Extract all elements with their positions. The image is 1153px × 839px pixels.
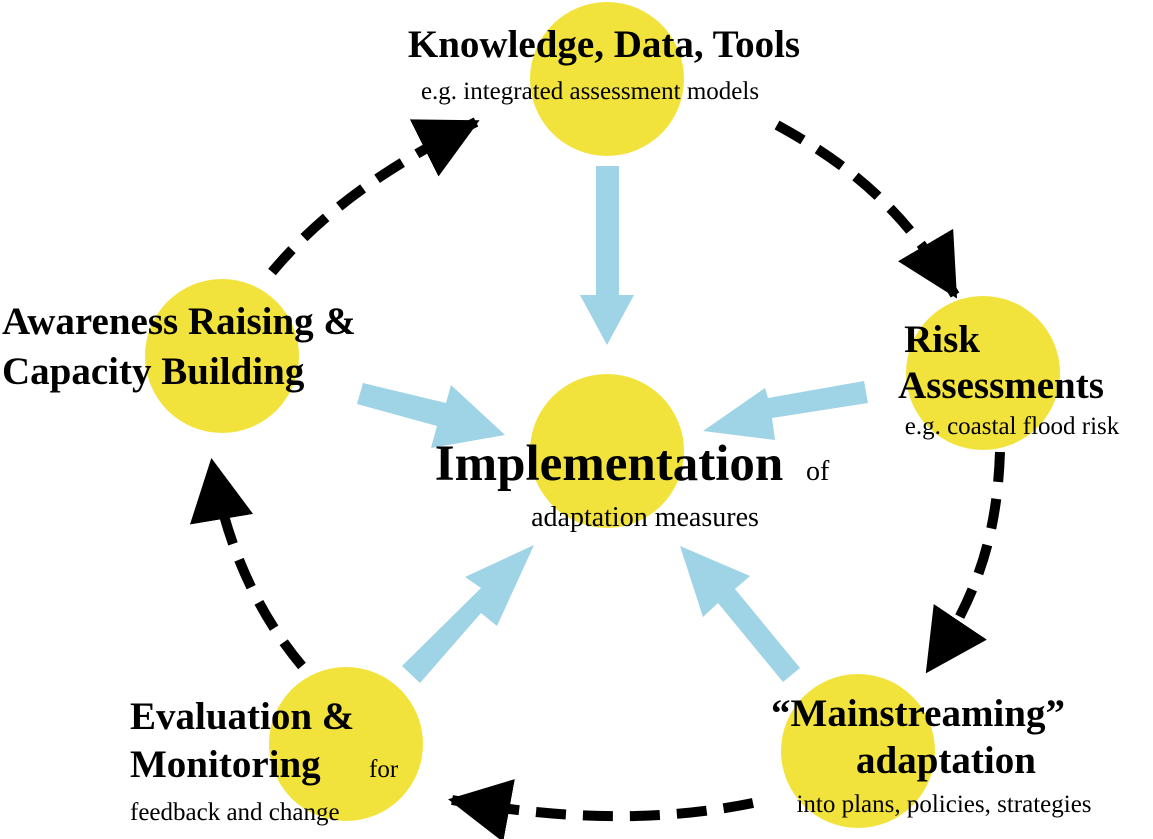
implementation-node-circle [530, 374, 684, 528]
awareness-title-line2: Capacity Building [2, 350, 305, 393]
mainstreaming-to-implementation-arrow [680, 546, 800, 682]
mainstreaming-title-line2: adaptation [856, 739, 1036, 782]
evaluation-title-suffix: for [369, 756, 399, 783]
risk-node-circle [906, 296, 1060, 450]
risk-to-mainstreaming-cycle-arrow [923, 451, 1005, 674]
evaluation-to-awareness-cycle-arrow [189, 458, 306, 670]
awareness-to-knowledge-cycle-arrow [268, 117, 480, 276]
evaluation-to-implementation-arrow [402, 545, 534, 683]
awareness-to-implementation-arrow [357, 383, 505, 448]
mainstreaming-node-circle [781, 674, 935, 828]
awareness-node-circle [145, 279, 299, 433]
risk-title-line1: Risk [904, 318, 980, 361]
evaluation-title-line1: Evaluation & [130, 695, 354, 738]
knowledge-subtitle: e.g. integrated assessment models [421, 78, 759, 105]
risk-to-implementation-arrow [703, 381, 868, 440]
implementation-title-suffix: of [806, 456, 830, 487]
mainstreaming-title-line1: “Mainstreaming” [771, 692, 1065, 735]
evaluation-title-line2: Monitoring [130, 743, 321, 786]
awareness-title-line1: Awareness Raising & [2, 300, 356, 343]
mainstreaming-to-evaluation-cycle-arrow [448, 779, 754, 839]
risk-title-line2: Assessments [898, 364, 1104, 407]
knowledge-to-implementation-arrow [580, 166, 634, 345]
risk-subtitle: e.g. coastal flood risk [905, 413, 1120, 440]
knowledge-node-circle [530, 2, 684, 156]
mainstreaming-subtitle: into plans, policies, strategies [796, 791, 1091, 818]
evaluation-subtitle: feedback and change [130, 799, 340, 826]
evaluation-node-circle [269, 667, 423, 821]
knowledge-to-risk-cycle-arrow [774, 120, 960, 299]
knowledge-title: Knowledge, Data, Tools [408, 23, 800, 66]
implementation-title: Implementation [435, 436, 783, 492]
implementation-subtitle: adaptation measures [531, 502, 759, 533]
